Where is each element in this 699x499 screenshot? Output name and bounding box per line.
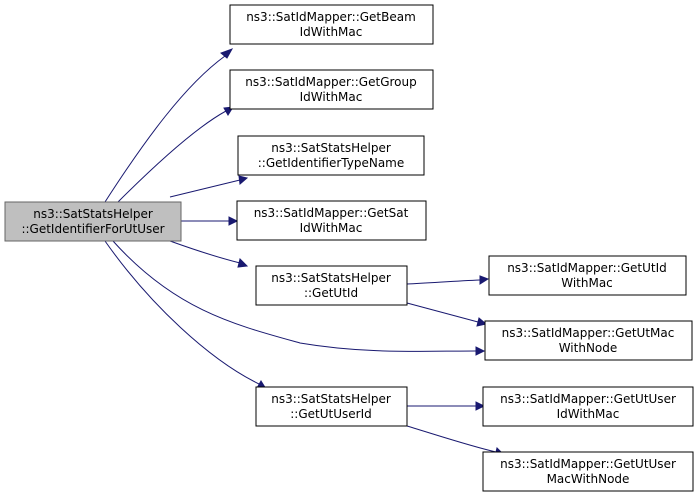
- node-get-ut-user-id-with-mac-box: [482, 386, 694, 427]
- node-get-group-id-with-mac-label-line1: ns3::SatIdMapper::GetGroup: [245, 75, 416, 89]
- node-get-identifier-type-name-box: [237, 135, 425, 176]
- edge-root-to-beam: [104, 55, 226, 203]
- node-get-sat-id-with-mac-box: [236, 200, 427, 241]
- edge-utuserid-to-utusermacwithnode: [406, 425, 497, 453]
- edges: [104, 48, 506, 457]
- edge-root-to-beam-arrowhead: [220, 48, 234, 59]
- node-get-ut-id-label-line1: ns3::SatStatsHelper: [271, 271, 391, 285]
- node-get-ut-user-id-with-mac-label-line1: ns3::SatIdMapper::GetUtUser: [500, 392, 676, 406]
- edge-root-to-utuserid: [104, 240, 260, 385]
- edge-utuserid-to-utuseridwithmac-arrowhead: [475, 401, 486, 411]
- node-get-ut-mac-with-node-label-line1: ns3::SatIdMapper::GetUtMac: [502, 326, 675, 340]
- node-get-beam-id-with-mac-label-line2: IdWithMac: [300, 25, 363, 39]
- node-get-sat-id-with-mac-label-line2: IdWithMac: [300, 221, 363, 235]
- node-get-identifier-type-name-label-line1: ns3::SatStatsHelper: [271, 141, 391, 155]
- edge-utid-to-utidwithmac-arrowhead: [479, 275, 490, 285]
- node-get-ut-id-label-line2: ::GetUtId: [304, 286, 358, 300]
- node-get-ut-user-id-label-line1: ns3::SatStatsHelper: [271, 392, 391, 406]
- edge-root-to-sat-arrowhead: [228, 216, 239, 226]
- node-get-ut-id-with-mac-label-line1: ns3::SatIdMapper::GetUtId: [507, 261, 667, 275]
- node-get-ut-user-mac-with-node-label-line2: MacWithNode: [547, 472, 630, 486]
- node-get-ut-mac-with-node-box: [484, 320, 693, 361]
- node-get-ut-id-with-mac-label-line2: WithMac: [561, 276, 613, 290]
- node-get-ut-user-mac-with-node-box: [482, 451, 694, 492]
- node-get-ut-id[interactable]: ns3::SatStatsHelper ::GetUtId: [255, 265, 408, 306]
- node-get-ut-id-with-mac[interactable]: ns3::SatIdMapper::GetUtId WithMac: [488, 255, 687, 296]
- node-get-group-id-with-mac-box: [229, 69, 434, 110]
- node-root-label-line2: ::GetIdentifierForUtUser: [21, 222, 164, 236]
- edge-root-to-group: [117, 110, 227, 203]
- node-get-ut-user-id-with-mac-label-line2: IdWithMac: [557, 407, 620, 421]
- edge-root-to-utid: [169, 240, 241, 264]
- node-get-identifier-type-name-label-line2: ::GetIdentifierTypeName: [258, 156, 405, 170]
- node-get-sat-id-with-mac[interactable]: ns3::SatIdMapper::GetSat IdWithMac: [236, 200, 427, 241]
- node-root[interactable]: ns3::SatStatsHelper ::GetIdentifierForUt…: [4, 201, 182, 242]
- node-get-ut-user-mac-with-node-label-line1: ns3::SatIdMapper::GetUtUser: [500, 457, 676, 471]
- edge-utid-to-utidwithmac: [406, 279, 481, 285]
- edge-root-to-utmacwithnode-arrowhead: [475, 346, 486, 356]
- node-get-ut-mac-with-node[interactable]: ns3::SatIdMapper::GetUtMac WithNode: [484, 320, 693, 361]
- node-get-beam-id-with-mac-label-line1: ns3::SatIdMapper::GetBeam: [246, 10, 416, 24]
- node-get-identifier-type-name[interactable]: ns3::SatStatsHelper ::GetIdentifierTypeN…: [237, 135, 425, 176]
- node-get-beam-id-with-mac-box: [229, 4, 434, 45]
- edge-root-to-utmacwithnode: [112, 240, 477, 352]
- node-get-ut-user-mac-with-node[interactable]: ns3::SatIdMapper::GetUtUser MacWithNode: [482, 451, 694, 492]
- node-get-beam-id-with-mac[interactable]: ns3::SatIdMapper::GetBeam IdWithMac: [229, 4, 434, 45]
- node-get-ut-id-with-mac-box: [488, 255, 687, 296]
- node-get-ut-user-id-label-line2: ::GetUtUserId: [290, 407, 371, 421]
- edge-root-to-typename-arrowhead: [238, 175, 249, 185]
- node-root-label-line1: ns3::SatStatsHelper: [33, 207, 153, 221]
- node-get-ut-user-id[interactable]: ns3::SatStatsHelper ::GetUtUserId: [255, 386, 408, 427]
- edge-utid-to-utmacwithnode: [406, 302, 479, 323]
- node-get-ut-mac-with-node-label-line2: WithNode: [559, 341, 618, 355]
- node-get-group-id-with-mac[interactable]: ns3::SatIdMapper::GetGroup IdWithMac: [229, 69, 434, 110]
- node-get-ut-id-box: [255, 265, 408, 306]
- node-root-box: [4, 201, 182, 242]
- edge-root-to-utid-arrowhead: [237, 258, 249, 268]
- edge-root-to-typename: [169, 179, 241, 198]
- node-get-sat-id-with-mac-label-line1: ns3::SatIdMapper::GetSat: [254, 206, 409, 220]
- node-get-ut-user-id-with-mac[interactable]: ns3::SatIdMapper::GetUtUser IdWithMac: [482, 386, 694, 427]
- edge-utid-to-utmacwithnode-arrowhead: [476, 317, 488, 327]
- node-get-ut-user-id-box: [255, 386, 408, 427]
- node-get-group-id-with-mac-label-line2: IdWithMac: [300, 90, 363, 104]
